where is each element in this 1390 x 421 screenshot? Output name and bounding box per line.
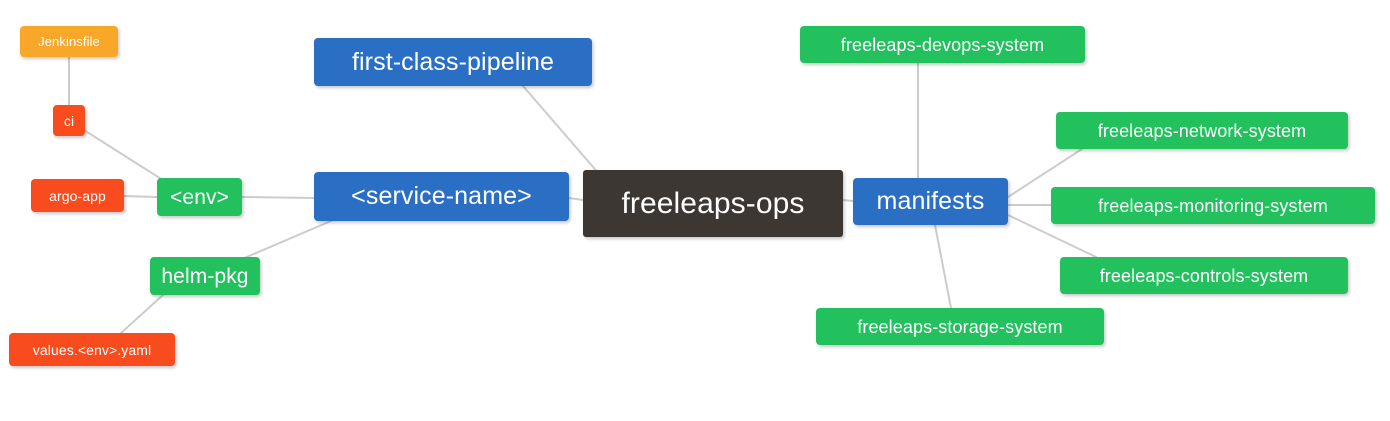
node-freeleaps-storage-system[interactable]: freeleaps-storage-system	[816, 308, 1104, 345]
edge-freeleaps-ops-to-manifests	[842, 199, 854, 202]
node-values-env-yaml[interactable]: values.<env>.yaml	[9, 333, 175, 366]
node-manifests[interactable]: manifests	[853, 178, 1008, 225]
node-freeleaps-monitoring-system[interactable]: freeleaps-monitoring-system	[1051, 187, 1375, 224]
node-env[interactable]: <env>	[157, 178, 242, 216]
node-Jenkinsfile[interactable]: Jenkinsfile	[20, 26, 118, 57]
node-freeleaps-controls-system[interactable]: freeleaps-controls-system	[1060, 257, 1348, 294]
edge-freeleaps-ops-to-first-class-pipeline	[522, 85, 601, 176]
edge-freeleaps-ops-to-service-name	[568, 197, 584, 201]
node-freeleaps-devops-system[interactable]: freeleaps-devops-system	[800, 26, 1085, 63]
node-argo-app[interactable]: argo-app	[31, 179, 124, 212]
edge-service-name-to-env	[241, 196, 315, 199]
node-freeleaps-ops[interactable]: freeleaps-ops	[583, 170, 843, 237]
edge-helm-pkg-to-values-env-yaml	[120, 294, 164, 334]
edge-manifests-to-freeleaps-storage-system	[934, 224, 952, 309]
node-first-class-pipeline[interactable]: first-class-pipeline	[314, 38, 592, 86]
edge-service-name-to-helm-pkg	[234, 220, 332, 263]
node-helm-pkg[interactable]: helm-pkg	[150, 257, 260, 295]
node-ci[interactable]: ci	[53, 105, 85, 136]
node-service-name[interactable]: <service-name>	[314, 172, 569, 221]
edge-env-to-argo-app	[123, 195, 158, 198]
node-freeleaps-network-system[interactable]: freeleaps-network-system	[1056, 112, 1348, 149]
edge-env-to-ci	[83, 129, 167, 183]
